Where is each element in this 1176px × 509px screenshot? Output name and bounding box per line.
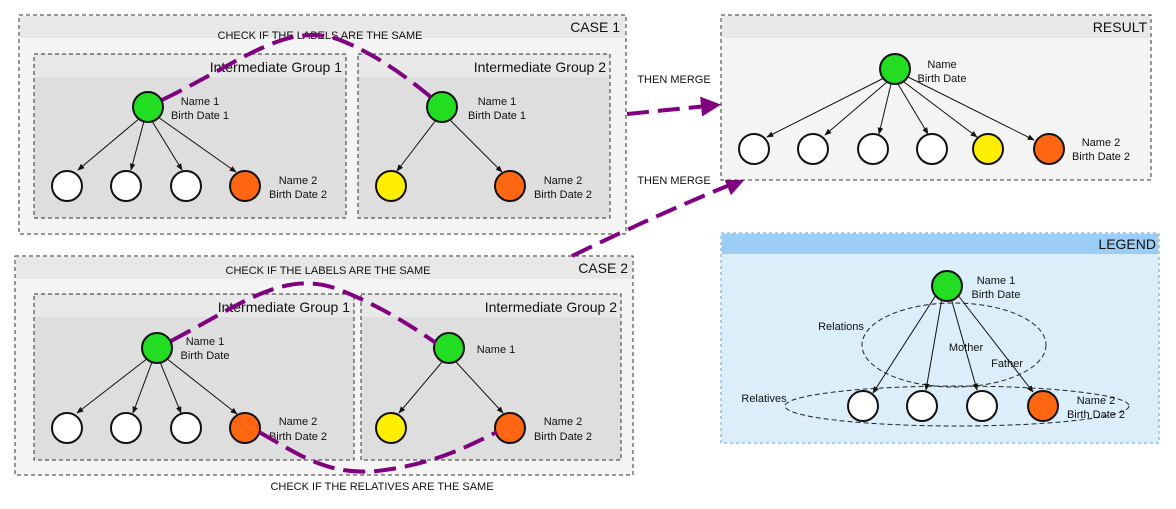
case2-title: CASE 2	[578, 260, 628, 276]
case2-g2-orange-node	[494, 412, 526, 444]
legend-relatives-ellipse	[784, 385, 1130, 427]
legend-relations-ellipse	[861, 302, 1047, 388]
case2-g2-child-date: Birth Date 2	[534, 431, 592, 443]
case2-g2-root-node	[433, 332, 465, 364]
case1-group2-title: Intermediate Group 2	[474, 59, 607, 75]
case1-g1-root-name: Name 1	[181, 96, 220, 108]
case1-g1-child-node	[110, 170, 142, 202]
case1-g2-orange-node	[494, 170, 526, 202]
case1-g1-child-node	[51, 170, 83, 202]
case2-g1-root-node	[141, 332, 173, 364]
result-root-node	[879, 53, 911, 85]
legend-root-node	[931, 270, 963, 302]
merge-arrow-bottom	[571, 176, 746, 258]
merge-label-bottom: THEN MERGE	[637, 175, 710, 187]
legend-box: LEGEND Name 1 Birth Date Relations Mothe…	[720, 232, 1160, 444]
case2-check-relatives-label: CHECK IF THE RELATIVES ARE THE SAME	[270, 481, 493, 493]
result-yellow-node	[972, 133, 1004, 165]
legend-child-date: Birth Date 2	[1067, 409, 1125, 421]
case2-g1-child-node	[170, 412, 202, 444]
legend-child-node	[906, 390, 938, 422]
legend-child-node	[966, 390, 998, 422]
case1-g2-root-node	[426, 91, 458, 123]
result-child-node	[857, 133, 889, 165]
case1-label-check-curve	[161, 32, 434, 102]
case2-group2-title: Intermediate Group 2	[485, 299, 618, 315]
legend-title: LEGEND	[1098, 236, 1156, 252]
case1-g2-root-name: Name 1	[478, 96, 517, 108]
case2-label-check-curve	[170, 281, 438, 345]
result-child-node	[738, 133, 770, 165]
legend-child-node	[847, 390, 879, 422]
case1-g1-root-date: Birth Date 1	[171, 110, 229, 122]
case1-g1-child-date: Birth Date 2	[269, 189, 327, 201]
case2-g1-child-date: Birth Date 2	[269, 431, 327, 443]
case1-g1-root-node	[132, 91, 164, 123]
case1-group1-title: Intermediate Group 1	[210, 59, 343, 75]
case2-g2-yellow-node	[375, 412, 407, 444]
result-root-name: Name	[927, 59, 956, 71]
legend-father-label: Father	[991, 358, 1023, 370]
case1-g1-orange-node	[229, 170, 261, 202]
case2-g2-root-name: Name 1	[477, 344, 516, 356]
case2-g1-child-node	[110, 412, 142, 444]
merge-arrow-top	[626, 96, 721, 117]
case2-box: CASE 2 CHECK IF THE LABELS ARE THE SAME …	[14, 255, 634, 476]
case2-group1-title: Intermediate Group 1	[218, 299, 351, 315]
case1-group1-box: Intermediate Group 1	[33, 53, 347, 219]
result-title: RESULT	[1093, 19, 1148, 35]
legend-child-name: Name 2	[1077, 395, 1116, 407]
case1-g1-child-name: Name 2	[279, 175, 318, 187]
legend-relatives-label: Relatives	[741, 393, 787, 405]
case2-relatives-check-curve	[258, 430, 498, 474]
legend-mother-label: Mother	[949, 342, 984, 354]
result-child-node	[797, 133, 829, 165]
legend-root-name: Name 1	[977, 275, 1016, 287]
result-root-date: Birth Date	[918, 73, 967, 85]
case2-g1-child-node	[51, 412, 83, 444]
legend-orange-node	[1027, 390, 1059, 422]
case2-g1-orange-node	[229, 412, 261, 444]
case1-g2-child-date: Birth Date 2	[534, 189, 592, 201]
case2-g1-child-name: Name 2	[279, 416, 318, 428]
case1-title: CASE 1	[570, 19, 620, 35]
merge-label-top: THEN MERGE	[637, 74, 710, 86]
legend-root-date: Birth Date	[972, 289, 1021, 301]
case1-g2-yellow-node	[375, 170, 407, 202]
case2-check-label: CHECK IF THE LABELS ARE THE SAME	[226, 265, 431, 277]
case1-g2-child-name: Name 2	[544, 175, 583, 187]
case2-g1-root-name: Name 1	[186, 336, 225, 348]
case1-g1-child-node	[170, 170, 202, 202]
legend-relations-label: Relations	[818, 321, 864, 333]
case1-g2-root-date: Birth Date 1	[468, 110, 526, 122]
result-box: RESULT Name Birth Date Name 2 Birth Date…	[720, 14, 1152, 181]
result-child-name: Name 2	[1082, 137, 1121, 149]
result-orange-node	[1033, 133, 1065, 165]
result-child-date: Birth Date 2	[1072, 151, 1130, 163]
case2-g2-child-name: Name 2	[544, 416, 583, 428]
case2-g1-root-date: Birth Date	[181, 350, 230, 362]
case1-box: CASE 1 CHECK IF THE LABELS ARE THE SAME …	[18, 14, 627, 235]
result-child-node	[916, 133, 948, 165]
